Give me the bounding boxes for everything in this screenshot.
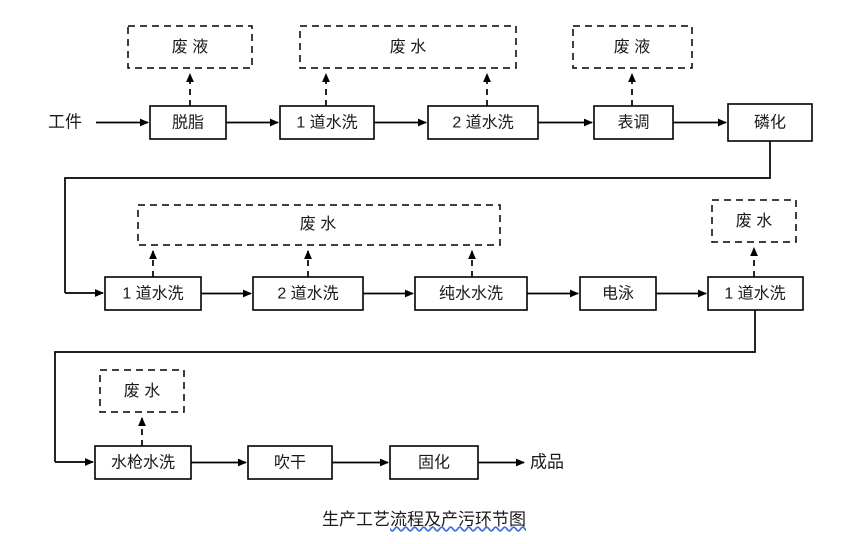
connector-wrap-row1-to-row2 <box>64 141 771 293</box>
waste-box-feiye-2 <box>572 25 693 69</box>
process-node-shuixi-1-b: 1 道水洗 <box>104 276 202 311</box>
process-node-shuixi-1-a: 1 道水洗 <box>279 105 375 140</box>
process-node-linhua: 磷化 <box>727 103 813 142</box>
process-label-shuiqiang: 水枪水洗 <box>111 454 175 472</box>
process-node-shuixi-2-a: 2 道水洗 <box>427 105 539 140</box>
process-node-biaotiao: 表调 <box>593 105 674 140</box>
process-node-chuigan: 吹干 <box>247 445 333 480</box>
waste-label-feishui-right: 废 水 <box>736 212 772 230</box>
process-node-shuixi-1-c: 1 道水洗 <box>707 276 804 311</box>
process-box-shuixi-1-a <box>279 105 375 140</box>
process-box-linhua <box>727 103 813 142</box>
diagram-caption: 生产工艺流程及产污环节图 <box>0 505 848 530</box>
process-node-dianyong: 电泳 <box>579 276 657 311</box>
waste-node-feiye-1: 废 液 <box>127 25 253 69</box>
end-label-finished-product: 成品 <box>530 452 564 471</box>
process-label-chunshui: 纯水水洗 <box>439 285 503 303</box>
process-label-chuigan: 吹干 <box>274 454 306 472</box>
waste-box-feishui-bottom <box>99 369 185 413</box>
process-label-biaotiao: 表调 <box>617 114 649 132</box>
waste-node-feishui-bottom: 废 水 <box>99 369 185 413</box>
waste-node-feiye-2: 废 液 <box>572 25 693 69</box>
process-label-tuozhi: 脱脂 <box>172 114 204 132</box>
waste-node-feishui-wide-1: 废 水 <box>299 25 517 69</box>
process-node-shuiqiang: 水枪水洗 <box>94 445 192 480</box>
process-label-shuixi-1-c: 1 道水洗 <box>724 285 785 303</box>
process-label-guhua: 固化 <box>418 454 450 472</box>
process-box-chuigan <box>247 445 333 480</box>
process-box-tuozhi <box>149 105 227 140</box>
process-box-guhua <box>389 445 479 480</box>
waste-box-feiye-1 <box>127 25 253 69</box>
waste-box-feishui-right <box>711 199 797 243</box>
waste-label-feishui-wide-2: 废 水 <box>300 215 336 233</box>
waste-node-feishui-right: 废 水 <box>711 199 797 243</box>
process-label-linhua: 磷化 <box>754 114 786 132</box>
process-box-shuiqiang <box>94 445 192 480</box>
process-node-guhua: 固化 <box>389 445 479 480</box>
process-box-chunshui <box>414 276 528 311</box>
waste-label-feiye-1: 废 液 <box>172 38 208 56</box>
process-node-chunshui: 纯水水洗 <box>414 276 528 311</box>
process-label-shuixi-1-a: 1 道水洗 <box>296 114 357 132</box>
process-label-shuixi-2-a: 2 道水洗 <box>452 114 513 132</box>
waste-box-feishui-wide-2 <box>137 204 501 246</box>
waste-label-feishui-wide-1: 废 水 <box>390 38 426 56</box>
process-box-dianyong <box>579 276 657 311</box>
process-box-shuixi-2-a <box>427 105 539 140</box>
connector-wrap-row2-to-row3 <box>54 310 756 462</box>
waste-node-feishui-wide-2: 废 水 <box>137 204 501 246</box>
caption-plain-part: 生产工艺 <box>322 510 390 529</box>
process-node-tuozhi: 脱脂 <box>149 105 227 140</box>
process-box-shuixi-1-b <box>104 276 202 311</box>
waste-box-feishui-wide-1 <box>299 25 517 69</box>
process-box-biaotiao <box>593 105 674 140</box>
waste-label-feiye-2: 废 液 <box>614 38 650 56</box>
caption-spellchecked-part: 流程及产污环节图 <box>390 510 526 529</box>
process-label-shuixi-2-b: 2 道水洗 <box>277 285 338 303</box>
start-label-workpiece: 工件 <box>48 112 82 131</box>
waste-label-feishui-bottom: 废 水 <box>124 382 160 400</box>
process-label-dianyong: 电泳 <box>602 285 634 303</box>
process-node-shuixi-2-b: 2 道水洗 <box>252 276 364 311</box>
process-label-shuixi-1-b: 1 道水洗 <box>122 285 183 303</box>
